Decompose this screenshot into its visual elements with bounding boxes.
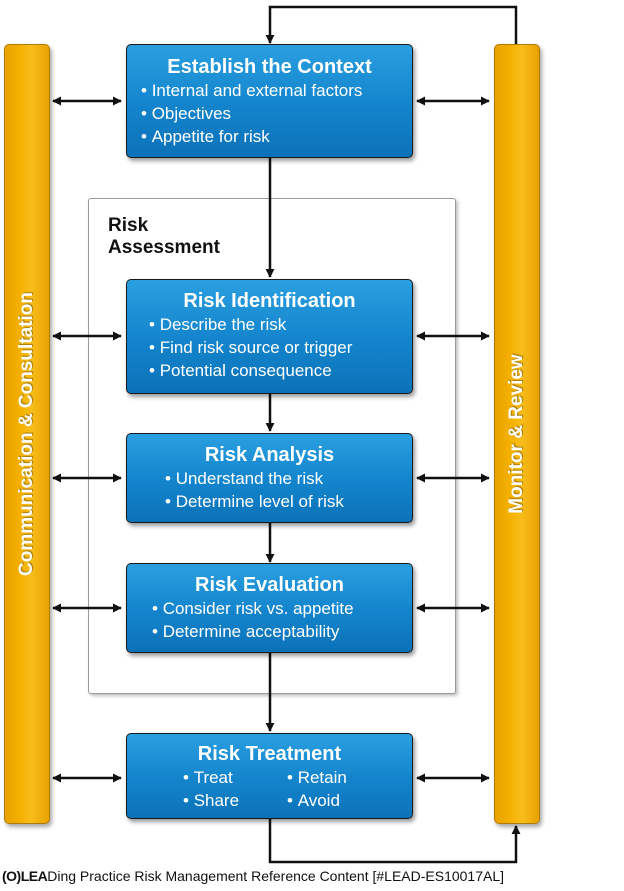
list-item: Appetite for risk (141, 125, 412, 148)
list-item: Determine level of risk (165, 490, 412, 513)
list-item: Treat (183, 766, 287, 789)
list-item: Describe the risk (149, 313, 412, 336)
risk-evaluation-list: Consider risk vs. appetite Determine acc… (152, 597, 412, 643)
list-item: Avoid (287, 789, 391, 812)
list-item: Determine acceptability (152, 620, 412, 643)
list-item: Potential consequence (149, 359, 412, 382)
establish-context-title: Establish the Context (167, 56, 372, 78)
list-item: Share (183, 789, 287, 812)
risk-evaluation-box: Risk Evaluation Consider risk vs. appeti… (126, 563, 413, 653)
risk-analysis-title: Risk Analysis (204, 444, 335, 466)
risk-evaluation-title: Risk Evaluation (195, 574, 344, 596)
establish-context-list: Internal and external factors Objectives… (141, 79, 412, 148)
risk-analysis-list: Understand the risk Determine level of r… (165, 467, 412, 513)
list-item: Internal and external factors (141, 79, 412, 102)
list-item: Understand the risk (165, 467, 412, 490)
monitor-review-bar: Monitor & Review (494, 44, 540, 824)
footer-text: Ding Practice Risk Management Reference … (47, 868, 505, 884)
risk-identification-list: Describe the risk Find risk source or tr… (149, 313, 412, 382)
establish-context-box: Establish the Context Internal and exter… (126, 44, 413, 158)
leading-practice-logo: (O)LEA (2, 868, 48, 884)
risk-assessment-title: Risk Assessment (108, 215, 220, 258)
list-item: Retain (287, 766, 391, 789)
risk-identification-title: Risk Identification (183, 290, 356, 312)
list-item: Consider risk vs. appetite (152, 597, 412, 620)
list-item: Objectives (141, 102, 412, 125)
risk-treatment-options: Treat Retain Share Avoid (183, 766, 412, 812)
list-item: Find risk source or trigger (149, 336, 412, 359)
risk-identification-box: Risk Identification Describe the risk Fi… (126, 279, 413, 394)
risk-analysis-box: Risk Analysis Understand the risk Determ… (126, 433, 413, 523)
loop-top-arrow (265, 5, 518, 44)
communication-consultation-bar: Communication & Consultation (4, 44, 50, 824)
risk-treatment-title: Risk Treatment (197, 743, 342, 765)
loop-bottom-arrow (268, 819, 521, 864)
footer-credit: (O)LEADing Practice Risk Management Refe… (2, 868, 504, 884)
risk-treatment-box: Risk Treatment Treat Retain Share Avoid (126, 733, 413, 819)
